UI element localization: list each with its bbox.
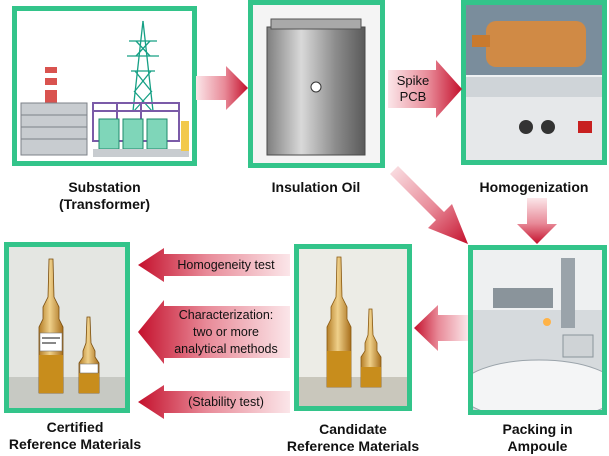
spike-pcb-label: Spike PCB [396, 73, 430, 104]
packing-frame [468, 245, 607, 415]
oil-can-image [253, 5, 380, 163]
homogenizer-image [466, 5, 602, 160]
packing-label: Packing in Ampoule [502, 421, 573, 454]
substation-frame [12, 6, 197, 166]
arrow-stability-test [138, 385, 290, 419]
certified-frame [4, 242, 130, 413]
insulation-oil-label: Insulation Oil [271, 179, 361, 195]
ampoule-sealing-image [473, 250, 602, 410]
arrow-spike-pcb [388, 60, 462, 118]
candidate-ampoules-image [299, 249, 407, 406]
candidate-label: Candidate Reference Materials [286, 421, 420, 454]
insulation-oil-frame [248, 0, 385, 168]
arrow-packing-to-candidate [414, 305, 468, 351]
arrow-characterization [138, 300, 290, 364]
certified-label: Certified Reference Materials [8, 419, 142, 452]
arrow-homogeneity-test [138, 248, 290, 282]
homogenization-label: Homogenization [479, 179, 589, 195]
arrow-oil-to-packing [386, 166, 468, 244]
stability-test-label: (Stability test) [188, 395, 264, 409]
homogeneity-test-label: Homogeneity test [177, 258, 275, 272]
homogenization-frame [461, 0, 607, 165]
characterization-label: Characterization: two or more analytical… [174, 308, 278, 356]
substation-illustration [20, 20, 189, 157]
candidate-frame [294, 244, 412, 411]
arrow-homogenization-to-packing [517, 198, 557, 244]
certified-ampoules-image [9, 247, 125, 408]
substation-label: Substation (Transformer) [58, 179, 151, 212]
arrow-substation-to-oil [196, 66, 248, 110]
